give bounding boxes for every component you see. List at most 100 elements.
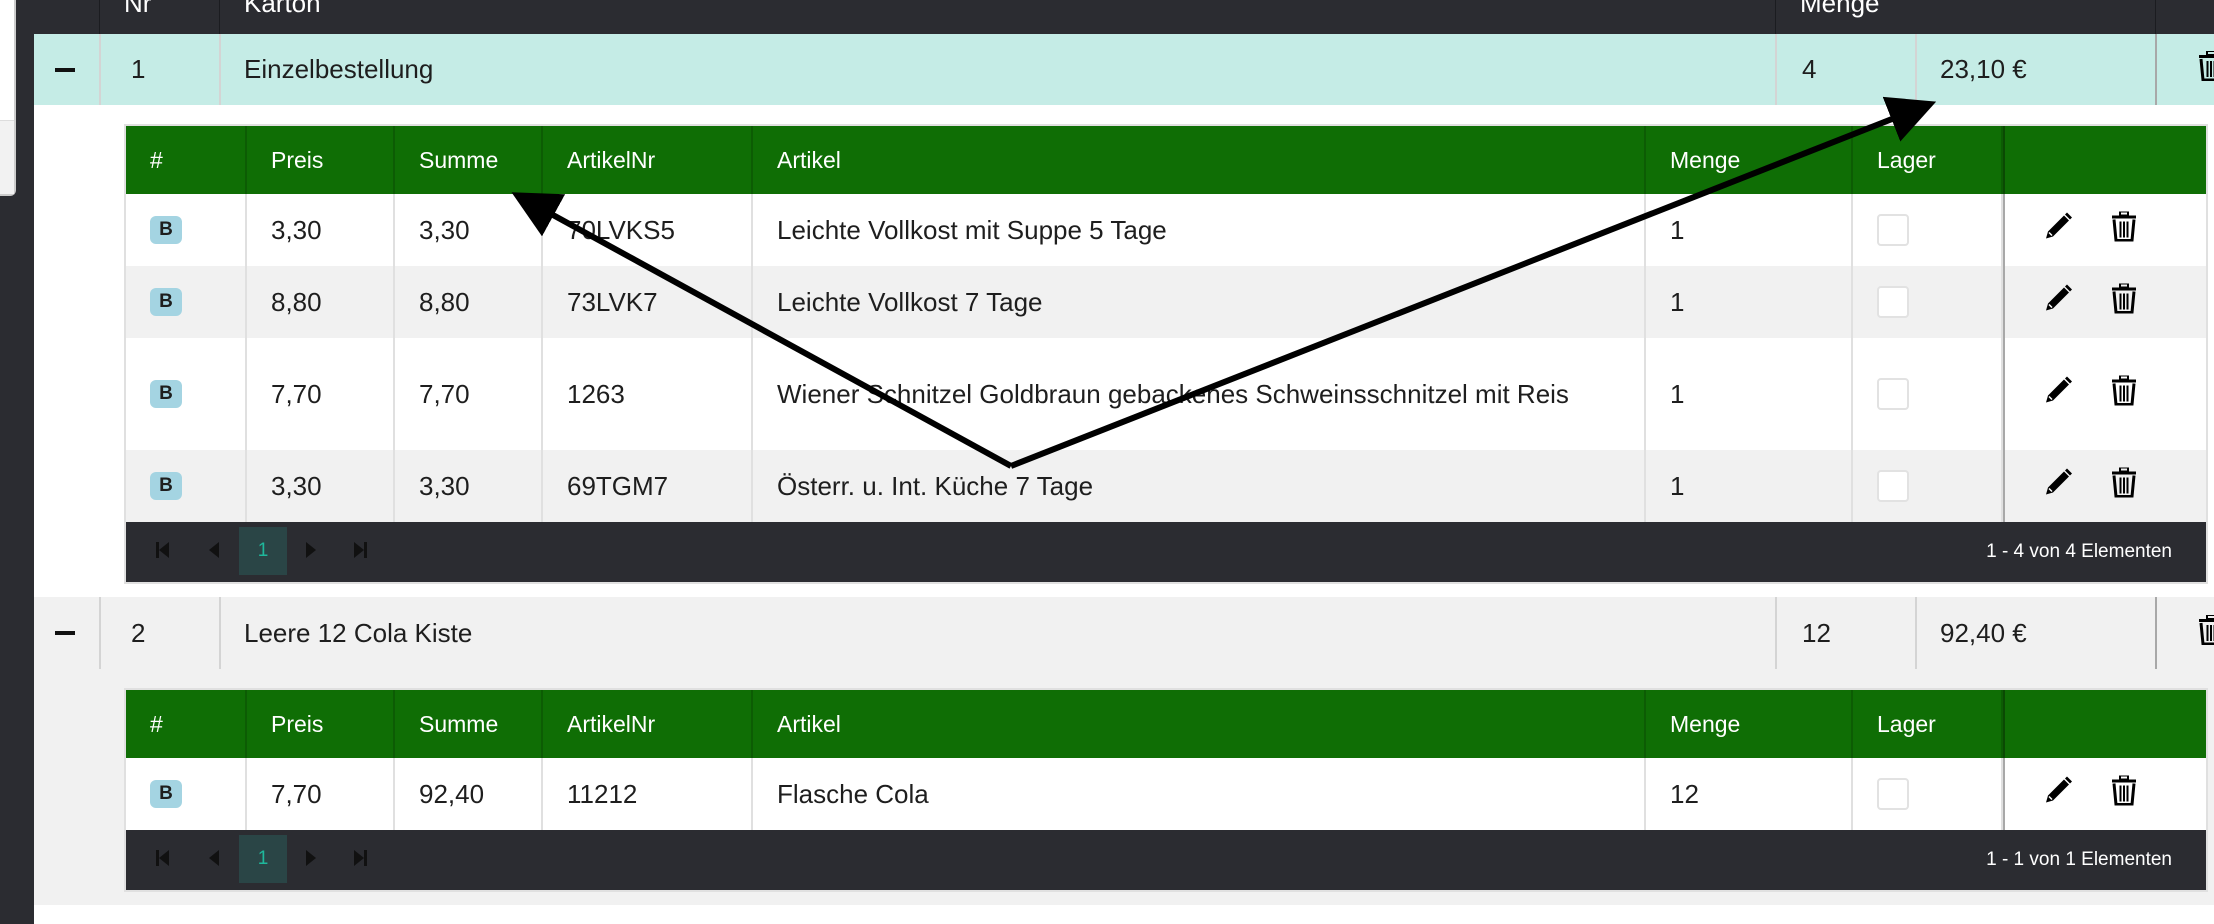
cell-preis: 8,80 (271, 286, 322, 317)
column-header-preis[interactable]: Preis (247, 126, 395, 194)
edit-pencil-icon[interactable] (2043, 468, 2073, 505)
type-badge: B (150, 472, 182, 500)
delete-trash-icon[interactable] (2111, 282, 2137, 321)
type-badge: B (150, 216, 182, 244)
pager-first-button[interactable] (147, 830, 181, 890)
edit-pencil-icon[interactable] (2043, 284, 2073, 321)
cell-menge: 12 (1670, 778, 1699, 809)
cell-artikel: Leichte Vollkost mit Suppe 5 Tage (777, 215, 1167, 245)
column-header-artikelnr[interactable]: ArtikelNr (543, 690, 753, 758)
column-header-badge[interactable]: # (126, 690, 247, 758)
pager-page-1[interactable]: 1 (239, 835, 287, 883)
trash-icon (2198, 50, 2214, 88)
column-header-artikel[interactable]: Artikel (753, 690, 1646, 758)
group-delete-button[interactable] (2198, 34, 2214, 105)
column-header-artikelnr[interactable]: ArtikelNr (543, 126, 753, 194)
pager-next-button[interactable] (294, 830, 328, 890)
last-page-icon (350, 848, 368, 873)
pager-prev-button[interactable] (197, 522, 231, 582)
delete-trash-icon[interactable] (2111, 374, 2137, 413)
collapse-toggle[interactable] (55, 597, 75, 669)
pager-next-button[interactable] (294, 522, 328, 582)
minus-icon (55, 631, 75, 635)
first-page-icon (155, 848, 173, 873)
pager-page-1[interactable]: 1 (239, 527, 287, 575)
pager-info: 1 - 1 von 1 Elementen (1986, 849, 2172, 870)
trash-icon (2198, 613, 2214, 652)
cell-preis: 7,70 (271, 378, 322, 409)
grid-header: Nr Karton Menge (34, 0, 2214, 34)
delete-trash-icon[interactable] (2111, 466, 2137, 505)
next-page-icon (302, 848, 320, 873)
column-header-preis[interactable]: Preis (247, 690, 395, 758)
pager-first-button[interactable] (147, 522, 181, 582)
cell-menge: 1 (1670, 470, 1685, 501)
column-header-menge[interactable]: Menge (1646, 690, 1853, 758)
lager-checkbox[interactable] (1877, 286, 1909, 318)
group-menge: 4 (1802, 54, 1817, 84)
column-header-lager[interactable]: Lager (1853, 126, 2003, 194)
group-delete-button[interactable] (2198, 597, 2214, 669)
minus-icon (55, 67, 75, 72)
group-nr: 2 (131, 617, 146, 648)
pager: 1 1 - 4 von 4 Elementen (126, 522, 2206, 582)
cell-artikelnr: 1263 (567, 378, 625, 409)
cell-artikelnr: 11212 (567, 778, 638, 809)
cell-artikelnr: 69TGM7 (567, 470, 669, 501)
lager-checkbox[interactable] (1877, 470, 1909, 502)
pager: 1 1 - 1 von 1 Elementen (126, 830, 2206, 890)
pager-last-button[interactable] (342, 522, 376, 582)
cell-artikel: Österr. u. Int. Küche 7 Tage (777, 471, 1094, 501)
group-karton: Leere 12 Cola Kiste (244, 617, 473, 648)
column-header-lager[interactable]: Lager (1853, 690, 2003, 758)
prev-page-icon (205, 540, 223, 565)
lager-checkbox[interactable] (1877, 214, 1909, 246)
cell-menge: 1 (1670, 286, 1685, 317)
group-nr: 1 (131, 54, 146, 84)
next-page-icon (302, 540, 320, 565)
delete-trash-icon[interactable] (2111, 774, 2137, 813)
cell-artikelnr: 70LVKS5 (567, 214, 675, 245)
cell-summe: 7,70 (419, 378, 470, 409)
lager-checkbox[interactable] (1877, 378, 1909, 410)
pager-last-button[interactable] (342, 830, 376, 890)
first-page-icon (155, 540, 173, 565)
header-karton[interactable]: Karton (244, 0, 321, 18)
column-header-summe[interactable]: Summe (395, 126, 543, 194)
cell-summe: 3,30 (419, 214, 470, 245)
group-menge: 12 (1802, 617, 1831, 648)
column-header-summe[interactable]: Summe (395, 690, 543, 758)
group-row[interactable]: 1 Einzelbestellung 4 23,10 € (34, 34, 2214, 105)
column-header-menge[interactable]: Menge (1646, 126, 1853, 194)
header-nr[interactable]: Nr (124, 0, 152, 18)
edit-pencil-icon[interactable] (2043, 212, 2073, 249)
cell-artikelnr: 73LVK7 (567, 286, 658, 317)
cell-summe: 8,80 (419, 286, 470, 317)
header-menge[interactable]: Menge (1800, 0, 1880, 18)
group-summe: 92,40 € (1940, 617, 2027, 648)
pager-info: 1 - 4 von 4 Elementen (1986, 541, 2172, 562)
edit-pencil-icon[interactable] (2043, 376, 2073, 413)
cell-menge: 1 (1670, 214, 1685, 245)
cell-summe: 92,40 (419, 778, 485, 809)
cell-menge: 1 (1670, 378, 1685, 409)
collapse-toggle[interactable] (55, 34, 75, 105)
column-header-badge[interactable]: # (126, 126, 247, 194)
column-header-actions[interactable] (2003, 126, 2210, 194)
lager-checkbox[interactable] (1877, 778, 1909, 810)
prev-page-icon (205, 848, 223, 873)
group-row[interactable]: 2 Leere 12 Cola Kiste 12 92,40 € (34, 597, 2214, 669)
delete-trash-icon[interactable] (2111, 210, 2137, 249)
column-header-actions[interactable] (2003, 690, 2210, 758)
last-page-icon (350, 540, 368, 565)
edit-pencil-icon[interactable] (2043, 776, 2073, 813)
pager-prev-button[interactable] (197, 830, 231, 890)
column-header-artikel[interactable]: Artikel (753, 126, 1646, 194)
